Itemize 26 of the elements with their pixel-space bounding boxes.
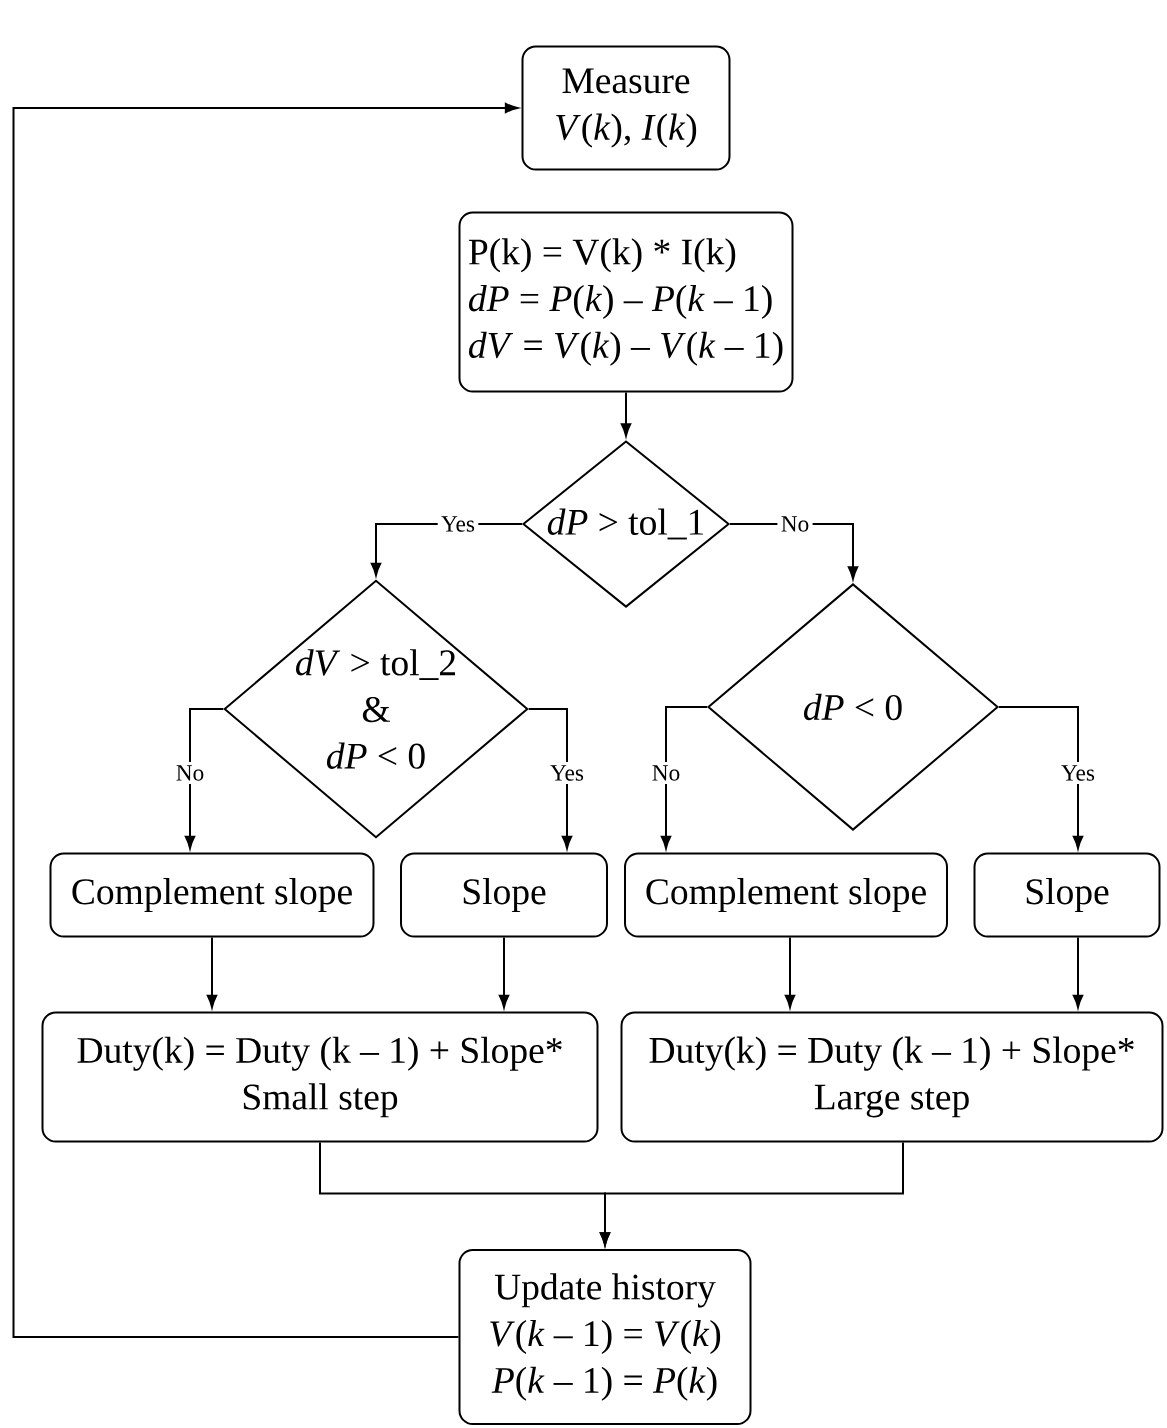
process-box: P(k) = V(k) * I(k) dP = P(k) – P(k – 1) dV = V(k) – V(k – 1) — [458, 211, 794, 393]
edge-label: Yes — [437, 512, 479, 536]
process-box: Update history V(k – 1) = V(k) P(k – 1) = P(k) — [458, 1249, 752, 1425]
edge-label: Yes — [546, 761, 588, 785]
arrow — [1072, 936, 1084, 1009]
edge-label: No — [648, 761, 684, 785]
arrow — [620, 391, 632, 437]
process-box: Duty(k) = Duty (k – 1) + Slope* Large step — [620, 1011, 1164, 1143]
arrow — [206, 936, 218, 1009]
edge-label: Yes — [1057, 761, 1099, 785]
arrow — [527, 708, 573, 850]
arrow — [184, 708, 225, 850]
process-box: Slope — [973, 852, 1161, 938]
process-box: Slope — [400, 852, 608, 938]
arrow — [12, 102, 519, 1338]
process-box: Complement slope — [49, 852, 375, 938]
arrow — [660, 706, 708, 850]
arrow — [599, 1141, 904, 1246]
edge-label: No — [172, 761, 208, 785]
arrow — [784, 936, 796, 1009]
edge-label: No — [777, 512, 813, 536]
process-box: Complement slope — [624, 852, 948, 938]
process-box: Measure V(k), I(k) — [521, 45, 731, 171]
process-box: Duty(k) = Duty (k – 1) + Slope* Small step — [41, 1011, 599, 1143]
arrow — [498, 936, 510, 1009]
arrow — [998, 706, 1084, 850]
